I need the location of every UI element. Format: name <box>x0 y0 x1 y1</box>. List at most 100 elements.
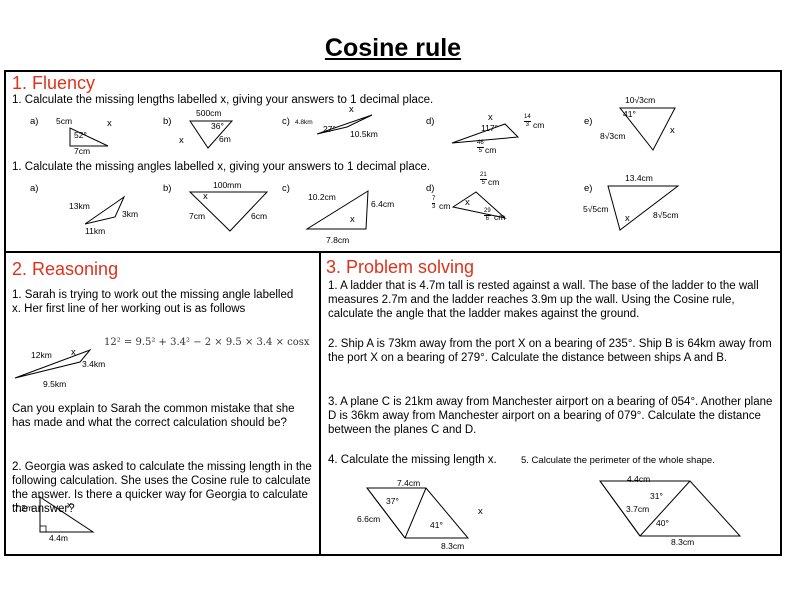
angle-a-side1: 13km <box>69 201 90 211</box>
reasoning-question-1b: Can you explain to Sarah the common mist… <box>12 403 295 429</box>
p5-side3: 8.3cm <box>671 537 695 547</box>
length-c-side1: 4.8km <box>295 119 313 126</box>
worksheet-frame <box>4 70 782 556</box>
angle-d-frac3: 29 6 <box>484 208 491 222</box>
angle-c-side2: 6.4cm <box>371 199 395 209</box>
angle-a-side2: 3km <box>122 209 139 219</box>
problem-question-4: 4. Calculate the missing length x. <box>328 454 497 466</box>
length-a-x: x <box>107 118 112 129</box>
triangle-length-e <box>618 107 676 151</box>
angle-a-letter: a) <box>30 183 39 194</box>
triangle-angle-a <box>84 195 126 225</box>
angle-b-x: x <box>203 191 208 202</box>
triangle-length-a <box>69 127 109 147</box>
length-b-x: x <box>179 135 184 146</box>
angle-e-x: x <box>625 213 630 224</box>
length-d-frac1: 14 3 <box>524 114 531 128</box>
p5-side2: 3.7cm <box>626 504 650 514</box>
problem-question-1: 1. A ladder that is 4.7m tall is rested … <box>328 280 759 320</box>
reasoning-d1-side1: 12km <box>31 350 52 360</box>
angle-e-side3: 8√5cm <box>653 210 679 220</box>
triangle-angle-b <box>188 191 269 232</box>
reasoning-question-2: 2. Georgia was asked to calculate the mi… <box>12 461 312 515</box>
length-e-side1: 10√3cm <box>625 95 656 105</box>
triangle-angle-e <box>607 185 680 231</box>
triangle-angle-c <box>305 190 369 230</box>
length-c-letter: c) <box>282 116 290 127</box>
reasoning-d2-side2: 4.4m <box>49 533 68 543</box>
length-c-angle: 27° <box>323 124 336 134</box>
angle-d-unit2: cm <box>439 201 451 211</box>
shape-problem-5 <box>599 480 742 537</box>
length-e-letter: e) <box>584 116 593 127</box>
angle-b-side1: 100mm <box>213 180 242 190</box>
length-d-unit2: cm <box>485 145 497 155</box>
angle-c-side3: 7.8cm <box>326 235 350 245</box>
triangle-length-d <box>451 123 520 144</box>
p4-side1: 7.4cm <box>397 478 421 488</box>
p5-side1: 4.4cm <box>627 474 651 484</box>
angle-a-side3: 11km <box>85 226 106 236</box>
length-e-side2: 8√3cm <box>600 131 626 141</box>
length-b-side1: 500cm <box>196 108 222 118</box>
triangle-angle-d <box>451 191 507 219</box>
reasoning-d1-side2: 3.4km <box>82 359 106 369</box>
angle-d-x: x <box>465 197 470 208</box>
fluency-heading: 1. Fluency <box>12 73 96 93</box>
length-b-side2: 6m <box>219 134 231 144</box>
problem-question-2: 2. Ship A is 73km away from the port X o… <box>328 338 772 364</box>
length-d-x: x <box>488 112 493 123</box>
p4-angle2: 41° <box>430 520 443 530</box>
column-divider <box>319 251 321 556</box>
length-d-unit1: cm <box>533 120 545 130</box>
reasoning-heading: 2. Reasoning <box>12 259 119 279</box>
p5-angle1: 31° <box>650 491 663 501</box>
angle-e-side2: 5√5cm <box>583 204 609 214</box>
length-e-angle: 41° <box>623 109 636 119</box>
reasoning-d2-x: x <box>67 500 72 511</box>
length-d-angle: 117° <box>481 123 498 133</box>
length-d-frac2: 46 5 <box>477 140 484 154</box>
length-a-angle: 52° <box>74 130 87 140</box>
length-b-angle: 36° <box>211 121 224 131</box>
angle-d-frac1: 21 5 <box>480 172 487 186</box>
angle-c-letter: c) <box>282 183 290 194</box>
section-divider <box>4 251 782 253</box>
angle-d-frac2: 7 3 <box>432 196 436 210</box>
length-b-letter: b) <box>163 116 172 127</box>
reasoning-d2-side1: 7.2m <box>14 503 33 513</box>
reasoning-question-1: 1. Sarah is trying to work out the missi… <box>12 289 294 315</box>
angle-c-x: x <box>350 214 355 225</box>
fluency-question-lengths: 1. Calculate the missing lengths labelle… <box>12 94 434 106</box>
angle-b-side3: 6cm <box>251 211 268 221</box>
p4-side3: 8.3cm <box>441 541 465 551</box>
length-a-letter: a) <box>30 116 39 127</box>
problem-question-5: 5. Calculate the perimeter of the whole … <box>521 455 715 466</box>
angle-e-side1: 13.4cm <box>625 173 653 183</box>
p4-angle1: 37° <box>386 496 399 506</box>
reasoning-d1-side3: 9.5km <box>43 379 67 389</box>
p5-angle2: 40° <box>656 518 669 528</box>
angle-d-unit3: cm <box>494 212 506 222</box>
angle-b-side2: 7cm <box>189 211 206 221</box>
shape-problem-4 <box>365 487 470 539</box>
problem-solving-heading: 3. Problem solving <box>326 257 475 277</box>
triangle-reasoning-1 <box>14 348 92 379</box>
triangle-length-b <box>189 120 234 149</box>
triangle-reasoning-2 <box>39 496 95 533</box>
angle-d-unit1: cm <box>488 177 500 187</box>
angle-d-letter: d) <box>426 183 435 194</box>
length-a-side2: 7cm <box>74 146 91 156</box>
triangle-length-c <box>316 114 373 135</box>
length-a-side1: 5cm <box>56 116 73 126</box>
angle-c-side1: 10.2cm <box>308 192 336 202</box>
angle-b-letter: b) <box>163 183 172 194</box>
reasoning-d1-x: x <box>71 347 76 358</box>
reasoning-equation: 12² = 9.5² + 3.4² − 2 × 9.5 × 3.4 × cosx <box>104 337 310 348</box>
length-c-x: x <box>349 104 354 115</box>
fluency-question-angles: 1. Calculate the missing angles labelled… <box>12 161 431 173</box>
page-title: Cosine rule <box>324 34 462 62</box>
p4-side2: 6.6cm <box>357 514 381 524</box>
length-d-letter: d) <box>426 116 435 127</box>
